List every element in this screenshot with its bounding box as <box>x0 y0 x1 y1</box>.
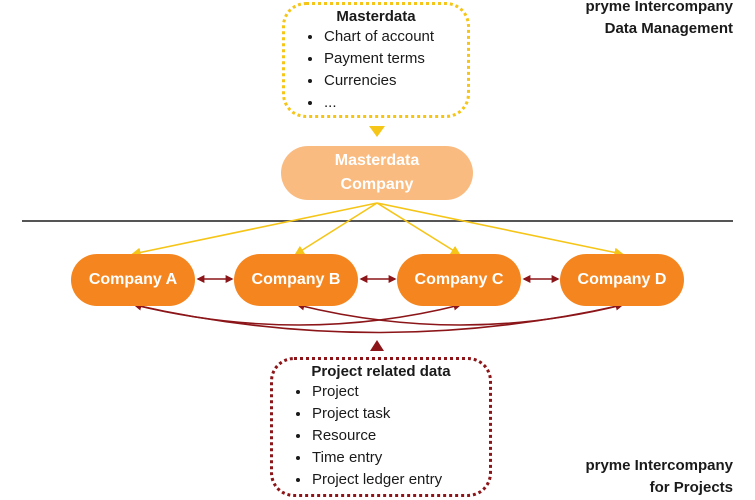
list-item: Resource <box>311 425 489 447</box>
brand-top-line2: Data Management <box>604 20 733 37</box>
brand-caption-top: pryme Intercompany Data Management <box>585 0 733 40</box>
masterdata-box: Masterdata Chart of account Payment term… <box>282 2 470 118</box>
distribution-arrow-b <box>294 202 378 256</box>
company-b-label: Company B <box>251 271 341 288</box>
brand-bottom-line1: pryme Intercompany <box>585 457 733 474</box>
company-d-node: Company D <box>560 254 684 306</box>
masterdata-down-arrow <box>369 126 385 137</box>
masterdata-box-title: Masterdata <box>336 8 416 25</box>
company-c-label: Company C <box>414 271 504 288</box>
list-item: ... <box>323 92 467 114</box>
masterdata-list: Chart of account Payment terms Currencie… <box>285 26 467 114</box>
brand-caption-bottom: pryme Intercompany for Projects <box>585 455 733 499</box>
list-item: Time entry <box>311 447 489 469</box>
list-item: Project <box>311 381 489 403</box>
company-c-node: Company C <box>397 254 521 306</box>
list-item: Project ledger entry <box>311 469 489 491</box>
project-data-box: Project related data Project Project tas… <box>270 357 492 497</box>
project-list: Project Project task Resource Time entry… <box>273 381 489 491</box>
masterdata-company-node: Masterdata Company <box>281 146 473 200</box>
masterdata-company-line1: Masterdata <box>334 152 420 169</box>
company-d-label: Company D <box>577 271 667 288</box>
project-box-title: Project related data <box>311 363 451 380</box>
distribution-arrow-c <box>376 202 461 256</box>
masterdata-company-line2: Company <box>340 176 414 193</box>
company-a-label: Company A <box>88 271 178 288</box>
distribution-arrow-d <box>376 202 624 258</box>
list-item: Payment terms <box>323 48 467 70</box>
company-a-node: Company A <box>71 254 195 306</box>
distribution-arrow-a <box>131 202 378 258</box>
brand-top-line1: pryme Intercompany <box>585 0 733 15</box>
company-b-node: Company B <box>234 254 358 306</box>
list-item: Currencies <box>323 70 467 92</box>
brand-bottom-line2: for Projects <box>649 479 733 496</box>
link-a-d <box>133 302 624 334</box>
project-up-arrow <box>370 340 384 351</box>
list-item: Chart of account <box>323 26 467 48</box>
list-item: Project task <box>311 403 489 425</box>
